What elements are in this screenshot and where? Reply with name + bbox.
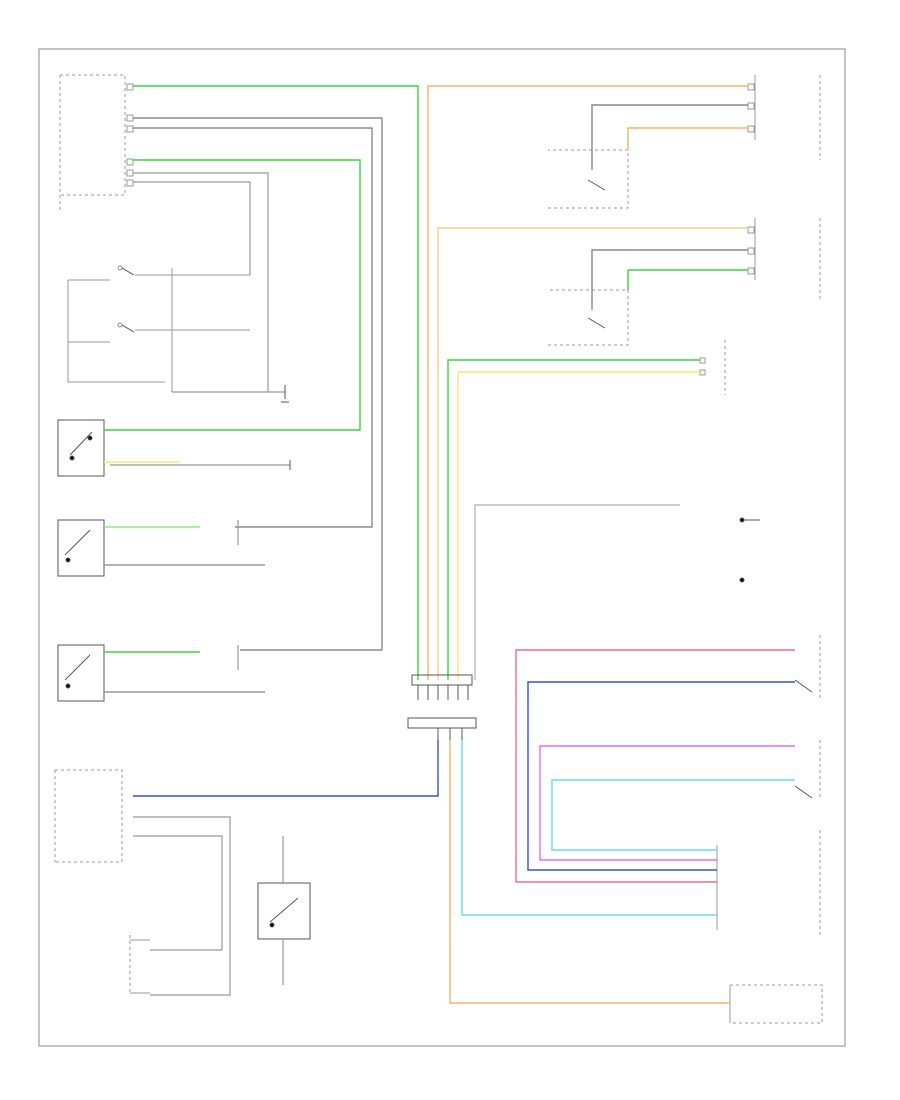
gray-wire-driver — [591, 104, 748, 170]
orange-wire-hvac — [449, 740, 730, 1004]
diagram-frame — [38, 48, 846, 1047]
blue-wire-cluster — [527, 681, 795, 871]
pin-markers — [145, 84, 716, 1004]
hvac-control-module — [729, 984, 823, 1024]
seat-belt-switch — [57, 419, 105, 477]
driver-door-module — [747, 75, 821, 160]
pink-wire-cluster — [515, 649, 795, 883]
center-junction-connector — [407, 674, 477, 740]
magenta-wire-lamp — [539, 745, 795, 861]
blue-wire-module — [133, 740, 439, 797]
green-wire-seat — [104, 159, 361, 431]
green-wire-pass-door — [627, 269, 748, 290]
inflatable-restraint-module — [54, 769, 123, 863]
colored-wires — [104, 85, 795, 1004]
black-gray-wires — [104, 117, 383, 996]
left-rear-seat-sensor — [57, 519, 105, 577]
passenger-window-switch — [548, 289, 629, 346]
passenger-seat-belt-switch — [257, 882, 311, 940]
tail-lamp-connector — [739, 517, 760, 583]
orange-wire-trunk — [427, 85, 748, 680]
green-wire-trunk — [133, 85, 419, 680]
radio-entertainment-module — [716, 830, 821, 935]
gray-wire-pass — [591, 249, 748, 310]
cyan-wire-lamp — [551, 779, 795, 851]
right-rear-seat-sensor — [57, 644, 105, 702]
gray-wire-taillamp — [474, 504, 680, 680]
yellow-wire-pcm — [457, 371, 700, 680]
cyan-wire-radio — [461, 740, 717, 916]
driver-window-switch — [548, 149, 629, 209]
powertrain-control-module — [699, 340, 726, 395]
body-control-module — [59, 74, 134, 212]
orange-wire-pass — [437, 227, 748, 680]
instrument-panel-cluster — [794, 635, 821, 800]
seat-switch-assembly — [67, 265, 250, 392]
green-wire-pcm — [447, 359, 700, 680]
passenger-door-module — [747, 218, 821, 300]
ground-symbols — [281, 385, 291, 470]
sensing-diagnostic-module — [129, 935, 150, 995]
orange-wire-driver — [627, 127, 748, 150]
